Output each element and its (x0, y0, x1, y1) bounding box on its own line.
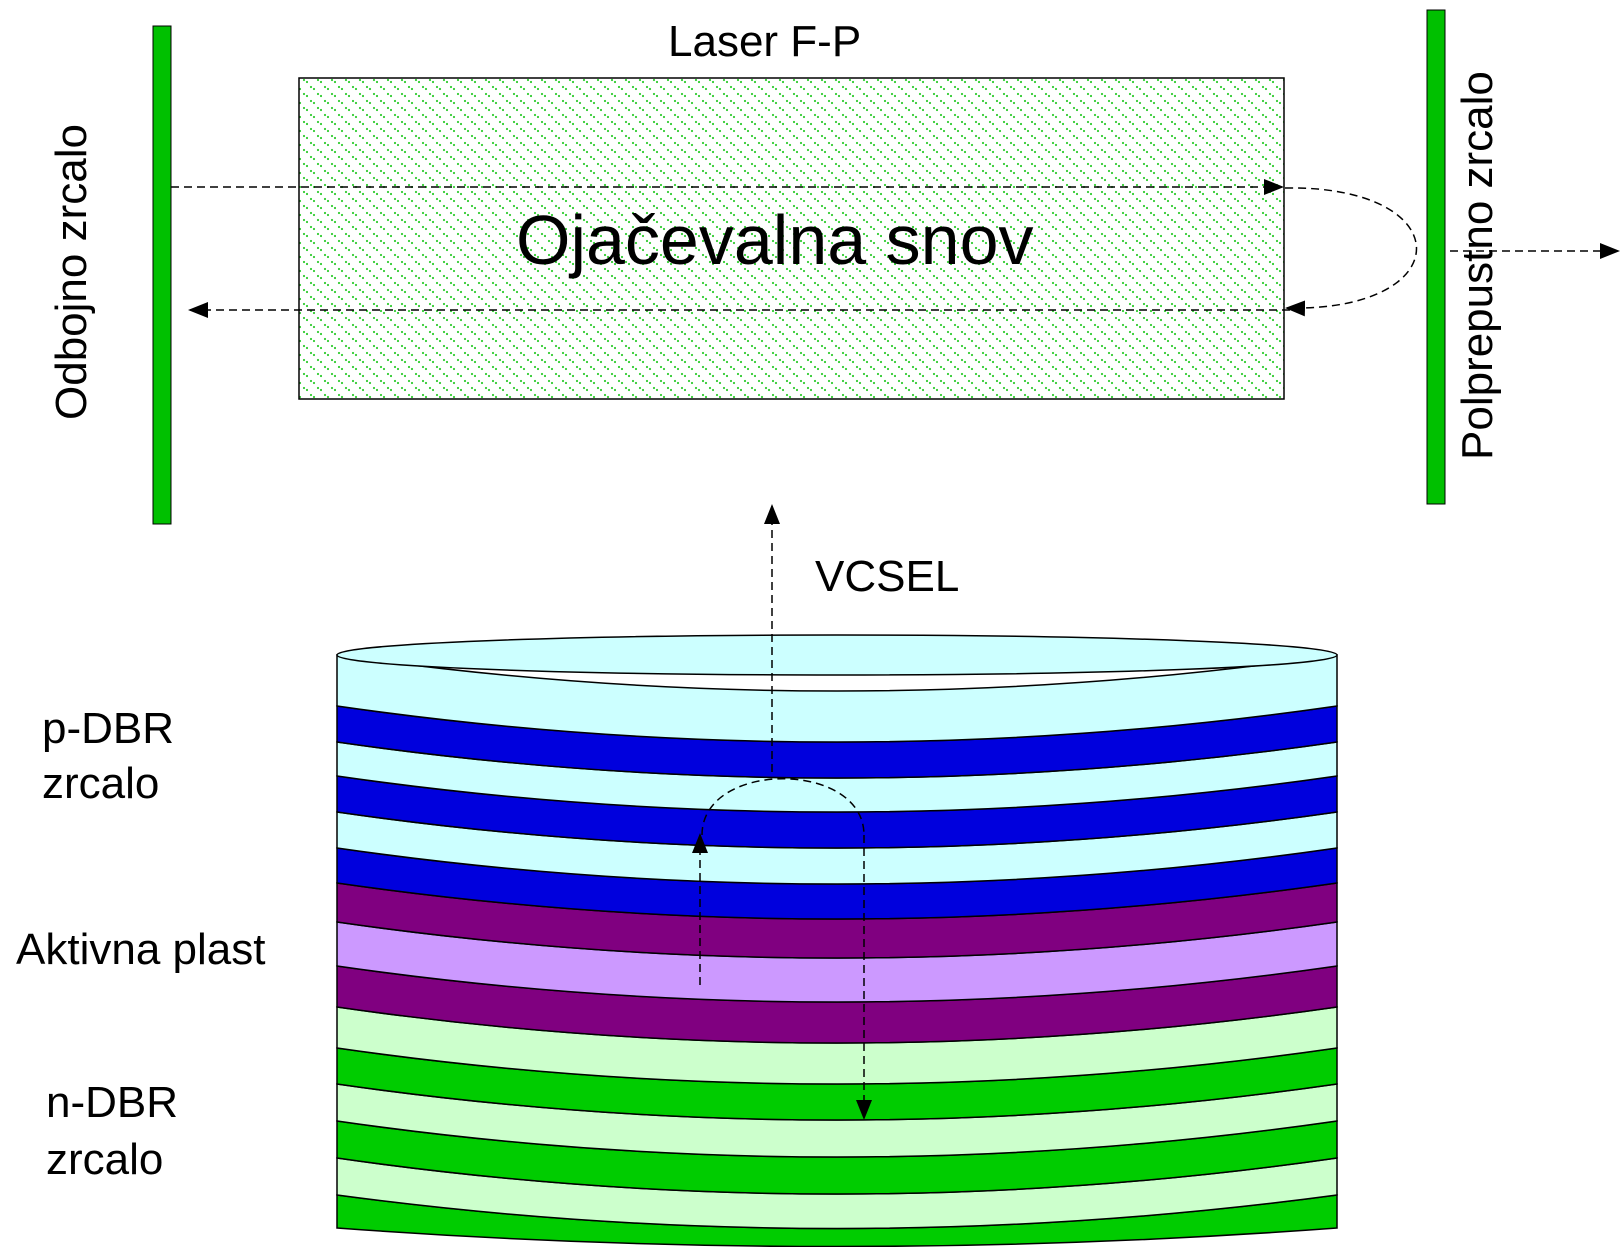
right-mirror (1426, 9, 1446, 505)
fp-title: Laser F-P (668, 17, 862, 66)
vcsel-loop-curve (701, 778, 865, 836)
left-mirror-label: Odbojno zrcalo (47, 124, 96, 420)
right-mirror-label: Polprepustno zrcalo (1453, 71, 1502, 460)
p-dbr-label-line1: p-DBR (42, 704, 175, 753)
vcsel-title: VCSEL (815, 552, 960, 601)
gain-medium-block (298, 77, 1285, 400)
vcsel-top-ellipse (336, 634, 1338, 676)
left-mirror (152, 25, 172, 525)
reflection-curve-arrow (1284, 187, 1418, 317)
n-dbr-label-line1: n-DBR (46, 1078, 179, 1127)
n-dbr-label-line2: zrcalo (46, 1135, 164, 1184)
gain-medium-label: Ojačevalna snov (516, 201, 1034, 279)
p-dbr-label-line2: zrcalo (42, 759, 160, 808)
vcsel-cylinder (336, 634, 1338, 1247)
active-layer-label: Aktivna plast (16, 925, 266, 974)
layer-p-pale-1 (336, 654, 1338, 743)
